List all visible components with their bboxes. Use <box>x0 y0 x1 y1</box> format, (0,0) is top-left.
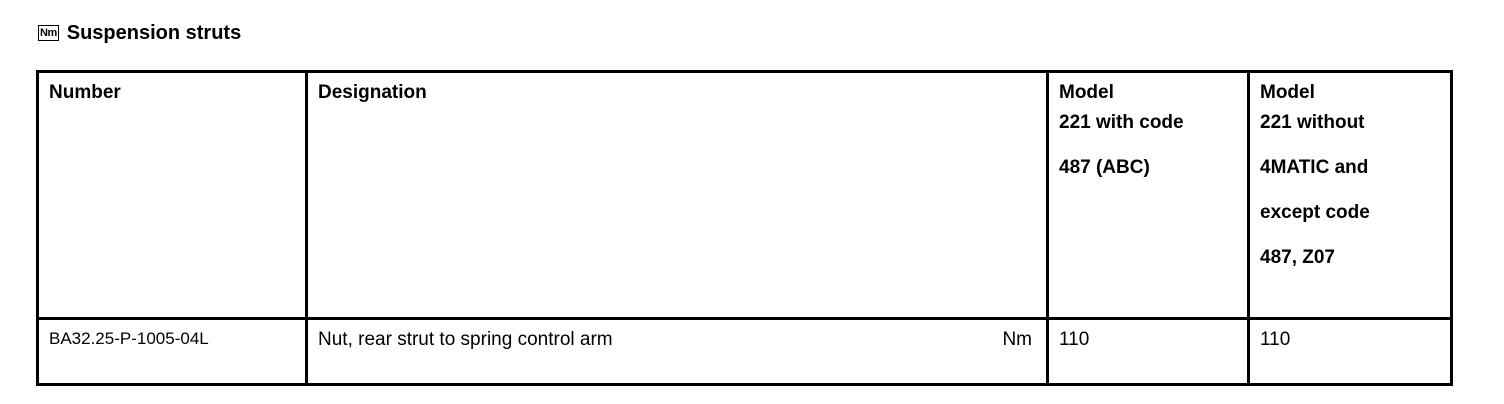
torque-nm-icon: Nm <box>38 25 59 41</box>
header-model-with-abc-line1: Model <box>1059 82 1114 103</box>
table-row: BA32.25-P-1005-04L Nut, rear strut to sp… <box>36 317 1453 386</box>
header-model-without-4matic-line1: Model <box>1260 82 1315 103</box>
header-model-without-4matic-line4: except code <box>1260 202 1370 223</box>
header-model-with-abc-line3: 487 (ABC) <box>1059 157 1150 178</box>
header-model-with-abc: Model 221 with code 487 (ABC) <box>1046 70 1250 320</box>
header-number: Number <box>36 70 308 320</box>
table-header-row: Number Designation Model 221 with code 4… <box>36 70 1453 320</box>
header-model-with-abc-line2: 221 with code <box>1059 112 1184 133</box>
row-designation-cell: Nut, rear strut to spring control arm Nm <box>305 317 1049 386</box>
torque-table: Number Designation Model 221 with code 4… <box>36 70 1453 386</box>
row-number: BA32.25-P-1005-04L <box>36 317 308 386</box>
section-title: Suspension struts <box>66 21 242 44</box>
header-model-without-4matic-line2: 221 without <box>1260 112 1365 133</box>
header-model-without-4matic-line3: 4MATIC and <box>1260 157 1369 178</box>
row-model-without-4matic-value: 110 <box>1247 317 1453 386</box>
header-model-without-4matic-line5: 487, Z07 <box>1260 247 1335 268</box>
section-heading: Nm Suspension struts <box>38 18 241 48</box>
header-designation: Designation <box>305 70 1049 320</box>
row-designation: Nut, rear strut to spring control arm <box>318 329 613 350</box>
header-model-without-4matic: Model 221 without 4MATIC and except code… <box>1247 70 1453 320</box>
row-model-with-abc-value: 110 <box>1046 317 1250 386</box>
row-unit: Nm <box>1002 329 1032 350</box>
